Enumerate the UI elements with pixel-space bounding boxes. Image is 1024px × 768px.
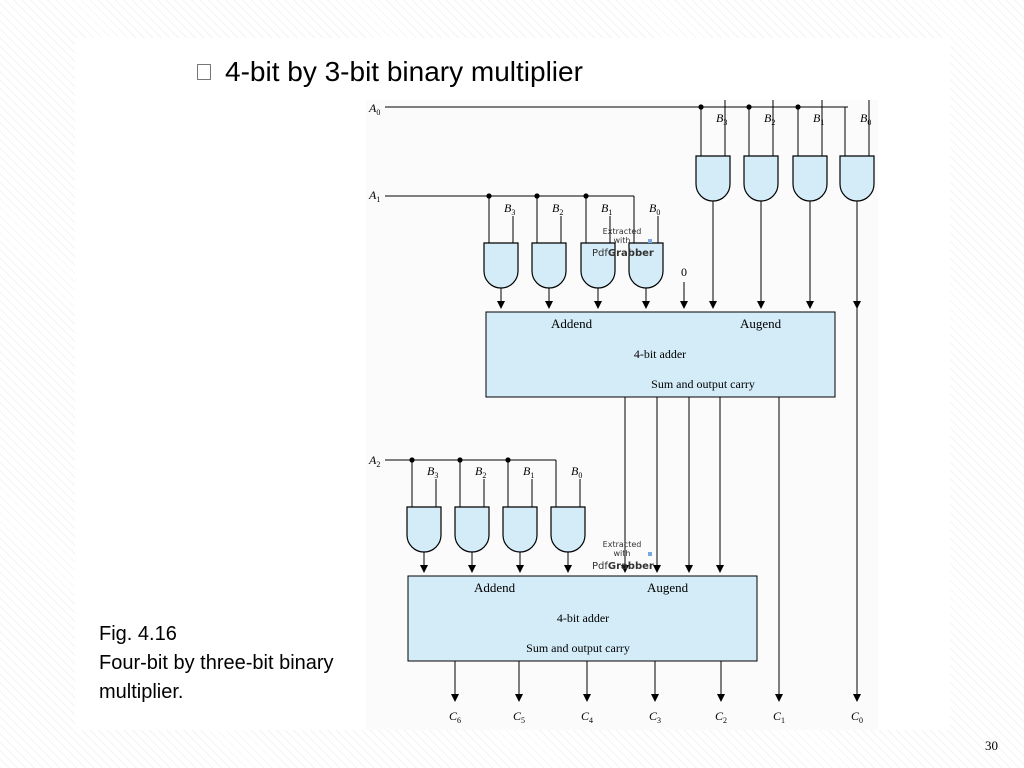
junction-dot <box>505 457 511 463</box>
junction-dot <box>583 193 589 199</box>
title-text: 4-bit by 3-bit binary multiplier <box>225 56 583 87</box>
svg-text:Extracted: Extracted <box>603 540 642 549</box>
and-gate-row0-3 <box>839 155 875 202</box>
b-label-row1-3: B0 <box>649 201 660 217</box>
junction-dot <box>457 457 463 463</box>
output-label-c2: C2 <box>715 709 727 725</box>
adder-2 <box>407 575 758 662</box>
and-gate-row1-3 <box>628 242 664 289</box>
adder2-name: 4-bit adder <box>557 611 609 625</box>
b-label-row2-1: B2 <box>475 464 486 480</box>
adder1-addend-label: Addend <box>551 316 593 331</box>
and-gate-row2-0 <box>406 506 442 553</box>
adder-1 <box>485 311 836 398</box>
zero-input-label: 0 <box>681 265 687 279</box>
adder2-addend-label: Addend <box>474 580 516 595</box>
junction-dot <box>486 193 492 199</box>
caption-line-3: multiplier. <box>99 681 184 703</box>
adder1-name: 4-bit adder <box>634 347 686 361</box>
page-number: 30 <box>985 738 998 753</box>
b-label-row0-0: B3 <box>716 111 727 127</box>
output-labels: C6 C5 C4 C3 C2 C1 C0 <box>449 709 863 725</box>
b-label-row2-0: B3 <box>427 464 438 480</box>
b-label-row0-1: B2 <box>764 111 775 127</box>
caption-line-1: Fig. 4.16 <box>99 623 177 645</box>
junction-dots <box>409 104 801 463</box>
and-gates <box>406 155 875 553</box>
wires <box>385 100 870 702</box>
watermark-1: Extracted with PdfGrabber <box>592 227 654 259</box>
b-label-row2-2: B1 <box>523 464 534 480</box>
b-label-row0-2: B1 <box>813 111 824 127</box>
svg-text:PdfGrabber: PdfGrabber <box>592 561 654 572</box>
slide-title: 4-bit by 3-bit binary multiplier <box>197 56 583 88</box>
output-label-c1: C1 <box>773 709 785 725</box>
svg-text:with: with <box>614 549 631 558</box>
figure-caption: Fig. 4.16 Four-bit by three-bit binary m… <box>99 620 334 707</box>
and-gate-row1-2 <box>580 242 616 289</box>
input-a2-label: A2 <box>368 453 380 469</box>
and-gate-row2-3 <box>550 506 586 553</box>
and-gate-row1-0 <box>483 242 519 289</box>
and-gate-row1-1 <box>531 242 567 289</box>
adder1-augend-label: Augend <box>740 316 782 331</box>
and-gate-row2-1 <box>454 506 490 553</box>
b-label-row2-3: B0 <box>571 464 582 480</box>
svg-text:Extracted: Extracted <box>603 227 642 236</box>
b-label-row1-0: B3 <box>504 201 515 217</box>
svg-text:PdfGrabber: PdfGrabber <box>592 248 654 259</box>
adder1-sum-label: Sum and output carry <box>651 377 755 391</box>
output-label-c5: C5 <box>513 709 525 725</box>
b-label-row1-1: B2 <box>552 201 563 217</box>
junction-dot <box>698 104 704 110</box>
junction-dot <box>534 193 540 199</box>
output-label-c4: C4 <box>581 709 593 725</box>
input-a0-label: A0 <box>368 101 380 117</box>
input-a1-label: A1 <box>368 188 380 204</box>
and-gate-row0-2 <box>792 155 828 202</box>
output-label-c0: C0 <box>851 709 863 725</box>
b-label-row1-2: B1 <box>601 201 612 217</box>
watermark-2: Extracted with PdfGrabber <box>592 540 654 572</box>
output-label-c6: C6 <box>449 709 461 725</box>
and-gate-row0-1 <box>743 155 779 202</box>
b-label-row0-3: B0 <box>860 111 871 127</box>
and-gate-row0-0 <box>695 155 731 202</box>
adder2-sum-label: Sum and output carry <box>526 641 630 655</box>
junction-dot <box>746 104 752 110</box>
adder2-augend-label: Augend <box>647 580 689 595</box>
bullet-icon <box>197 64 211 80</box>
output-label-c3: C3 <box>649 709 661 725</box>
junction-dot <box>409 457 415 463</box>
junction-dot <box>795 104 801 110</box>
caption-line-2: Four-bit by three-bit binary <box>99 652 334 674</box>
svg-text:with: with <box>614 236 631 245</box>
and-gate-row2-2 <box>502 506 538 553</box>
